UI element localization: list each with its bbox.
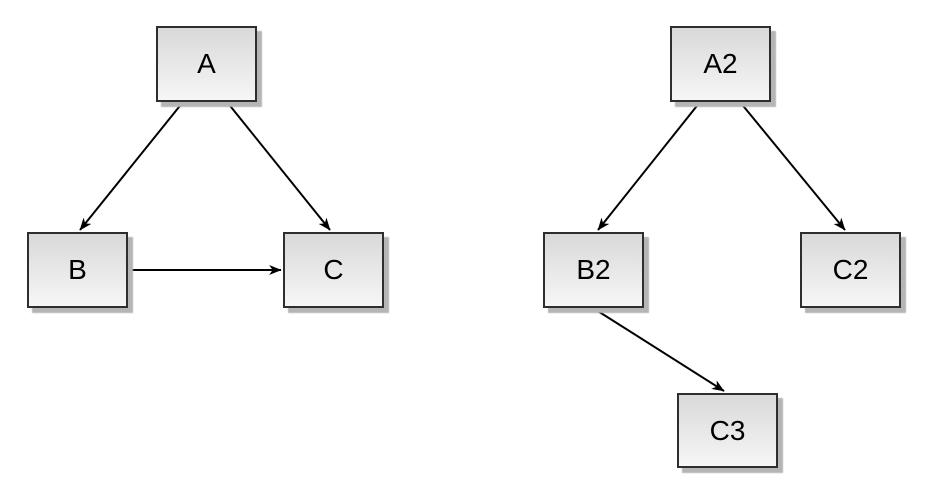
node-A2[interactable]: A2 (670, 26, 771, 102)
node-A[interactable]: A (156, 26, 257, 102)
edge-A-C (226, 101, 331, 231)
node-A2-label: A2 (703, 48, 738, 79)
node-C3-label: C3 (709, 414, 746, 446)
node-C3[interactable]: C3 (677, 393, 778, 468)
node-C-label: C (323, 254, 344, 285)
node-A-label: A (197, 48, 216, 79)
node-B2-label: B2 (576, 254, 611, 285)
node-B2[interactable]: B2 (543, 232, 644, 308)
node-C2[interactable]: C2 (800, 232, 901, 308)
node-B-label: B (68, 254, 87, 285)
edge-A2-C2 (739, 101, 846, 231)
edge-A2-B2 (597, 101, 701, 231)
edge-A-B (79, 101, 184, 231)
edge-B2-C3 (592, 307, 725, 392)
node-C2-label: C2 (832, 254, 869, 285)
node-B[interactable]: B (27, 232, 128, 308)
node-C[interactable]: C (283, 232, 384, 308)
